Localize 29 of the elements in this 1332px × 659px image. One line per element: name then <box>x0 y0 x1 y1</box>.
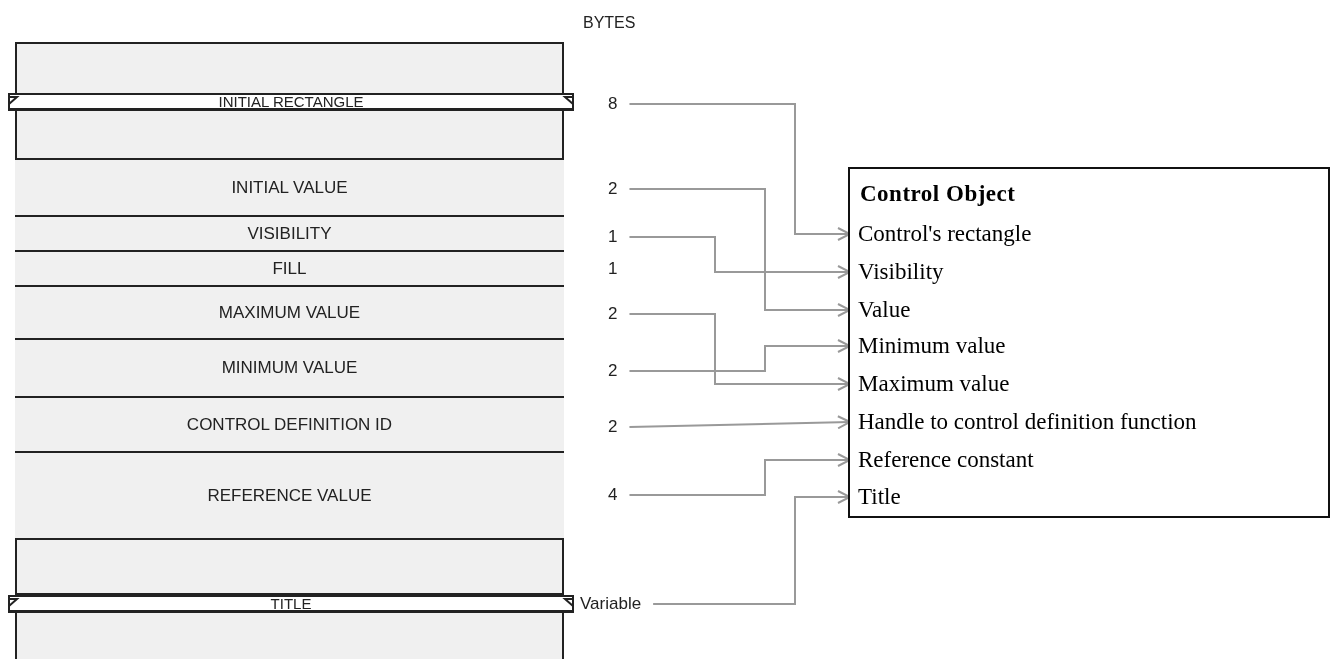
field-description: Visibility <box>850 257 944 287</box>
field-description: Value <box>850 295 911 325</box>
field-description: Handle to control definition function <box>850 407 1197 437</box>
field-description: Title <box>850 482 901 512</box>
byte-count: 2 <box>608 179 618 199</box>
memory-field: FILL <box>15 252 564 287</box>
memory-field: INITIAL VALUE <box>15 160 564 217</box>
byte-count: 1 <box>608 259 618 279</box>
field-description: Maximum value <box>850 369 1010 399</box>
field-description: Reference constant <box>850 445 1034 475</box>
byte-count: 8 <box>608 94 618 114</box>
memory-field: CONTROL DEFINITION ID <box>15 398 564 453</box>
memory-field: REFERENCE VALUE <box>15 453 564 540</box>
byte-count: Variable <box>580 594 642 614</box>
byte-count: 2 <box>608 304 618 324</box>
column-heading: BYTES <box>583 14 636 32</box>
memory-band: INITIAL RECTANGLE <box>8 93 574 111</box>
memory-field: MINIMUM VALUE <box>15 340 564 398</box>
memory-field: VISIBILITY <box>15 217 564 252</box>
byte-count: 4 <box>608 485 618 505</box>
memory-band: TITLE <box>8 595 574 613</box>
field-description: Control's rectangle <box>850 219 1032 249</box>
record-box <box>848 167 1330 518</box>
memory-field: MAXIMUM VALUE <box>15 287 564 340</box>
field-description: Minimum value <box>850 331 1006 361</box>
box-title: Control Object <box>860 181 1016 207</box>
byte-count: 2 <box>608 361 618 381</box>
byte-count: 2 <box>608 417 618 437</box>
byte-count: 1 <box>608 227 618 247</box>
